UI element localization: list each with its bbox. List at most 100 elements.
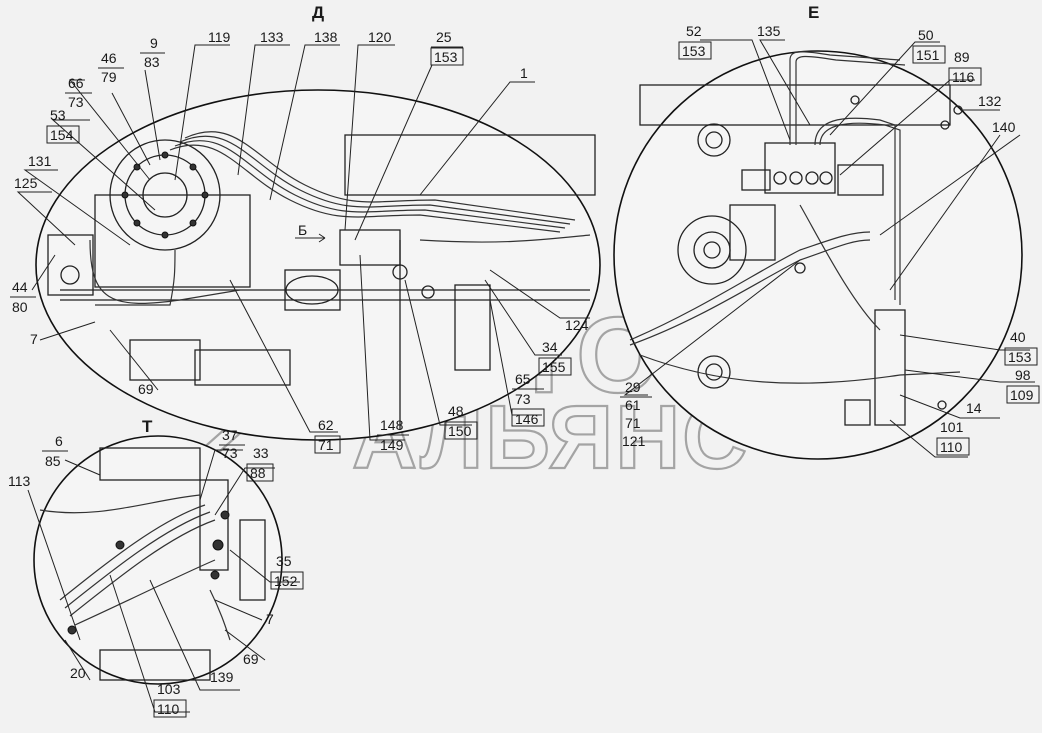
callout-149: 149: [380, 437, 404, 453]
e-hose-2: [795, 55, 906, 145]
d-frame-rail: [60, 289, 590, 301]
callout-110-t: 110: [157, 701, 180, 717]
e-pivot: [677, 215, 747, 285]
d-mark-circle: [392, 264, 408, 280]
t-hose-6: [209, 589, 231, 641]
callout-124: 124: [565, 317, 589, 333]
d-hose-7: [419, 234, 591, 243]
callout-73-t: 73: [222, 445, 238, 461]
d-hose-2: [174, 140, 566, 229]
callout-7-d: 7: [30, 331, 38, 347]
callout-48: 48: [448, 403, 464, 419]
d-bracket: [94, 194, 251, 288]
e-bushing-2-inner: [705, 363, 723, 381]
t-fittings: [67, 510, 230, 635]
d-hose-1: [169, 144, 561, 233]
callout-139: 139: [210, 669, 234, 685]
d-pulley: [284, 269, 341, 311]
callout-71-d: 71: [318, 437, 334, 453]
callout-6: 6: [55, 433, 63, 449]
e-hose-4: [819, 122, 901, 305]
callout-146: 146: [515, 411, 539, 427]
view-t: Т: [33, 417, 283, 685]
d-hose-3: [179, 135, 571, 225]
e-manifold: [729, 204, 776, 261]
callout-110-e: 110: [940, 439, 963, 455]
e-hose-7: [639, 354, 961, 384]
e-hose-6: [629, 231, 871, 341]
arrow-label: Б: [298, 222, 307, 238]
callout-120: 120: [368, 29, 392, 45]
callout-73-d2: 73: [515, 391, 531, 407]
callout-69-d: 69: [138, 381, 154, 397]
t-valve-block: [199, 479, 229, 571]
callout-152: 152: [274, 573, 298, 589]
leader-lines: [16, 39, 1035, 713]
callout-150: 150: [448, 423, 472, 439]
callout-119: 119: [208, 29, 231, 45]
callout-7-t: 7: [266, 611, 274, 627]
callout-61: 61: [625, 397, 641, 413]
callout-88: 88: [250, 465, 266, 481]
e-cylinder: [874, 309, 906, 426]
callout-151: 151: [916, 47, 940, 63]
callout-133: 133: [260, 29, 284, 45]
t-hose-3: [64, 511, 211, 609]
e-hose-3: [814, 117, 896, 300]
callout-44: 44: [12, 279, 28, 295]
callout-25: 25: [436, 29, 452, 45]
callout-29: 29: [625, 379, 641, 395]
view-e-title: Е: [808, 3, 819, 22]
view-e: Е: [613, 3, 1023, 460]
callout-113: 113: [8, 473, 31, 489]
callout-135: 135: [757, 23, 781, 39]
callout-20: 20: [70, 665, 86, 681]
callout-153-e: 153: [682, 43, 706, 59]
d-valve-port: [60, 265, 80, 285]
e-side-block: [837, 164, 884, 196]
callout-80: 80: [12, 299, 28, 315]
callout-37: 37: [222, 427, 238, 443]
callout-73-d: 73: [68, 94, 84, 110]
callout-153-e2: 153: [1008, 349, 1032, 365]
callout-140: 140: [992, 119, 1016, 135]
callout-155: 155: [542, 359, 566, 375]
callout-62: 62: [318, 417, 334, 433]
e-bushing-1-inner: [705, 131, 723, 149]
callout-35: 35: [276, 553, 292, 569]
callouts: 9 83 46 79 119 133 138 120 25 153 1 66 7…: [8, 23, 1040, 718]
view-d: Д Б: [35, 3, 601, 441]
arrow-b: [295, 233, 326, 243]
d-flange-hub: [142, 172, 188, 218]
callout-66: 66: [68, 75, 84, 91]
t-side-plate: [239, 519, 266, 601]
e-bolt-4: [937, 400, 947, 410]
d-hose-5: [89, 239, 241, 304]
callout-153-d: 153: [434, 49, 458, 65]
e-hose-5: [629, 239, 871, 346]
callout-125: 125: [14, 175, 38, 191]
view-e-outline: [613, 50, 1023, 460]
t-hose-1: [39, 494, 201, 514]
d-tank: [194, 349, 291, 386]
callout-9: 9: [150, 35, 158, 51]
t-hose-4: [69, 519, 216, 617]
d-cylinder: [454, 284, 491, 371]
callout-79: 79: [101, 69, 117, 85]
callout-50: 50: [918, 27, 934, 43]
callout-116: 116: [952, 69, 975, 85]
d-housing: [344, 134, 596, 196]
d-hose-4: [184, 131, 576, 221]
view-d-title: Д: [312, 3, 324, 22]
e-valve-ports: [773, 171, 833, 185]
view-t-outline: [33, 435, 283, 685]
d-crosshair: [421, 285, 435, 299]
d-cylinder-lower: [129, 339, 201, 381]
t-top-bracket: [99, 447, 201, 481]
e-hose-8: [799, 204, 881, 331]
callout-148: 148: [380, 417, 404, 433]
callout-1: 1: [520, 65, 528, 81]
view-d-outline: [35, 89, 601, 441]
view-t-title: Т: [142, 417, 153, 436]
callout-101: 101: [940, 419, 964, 435]
